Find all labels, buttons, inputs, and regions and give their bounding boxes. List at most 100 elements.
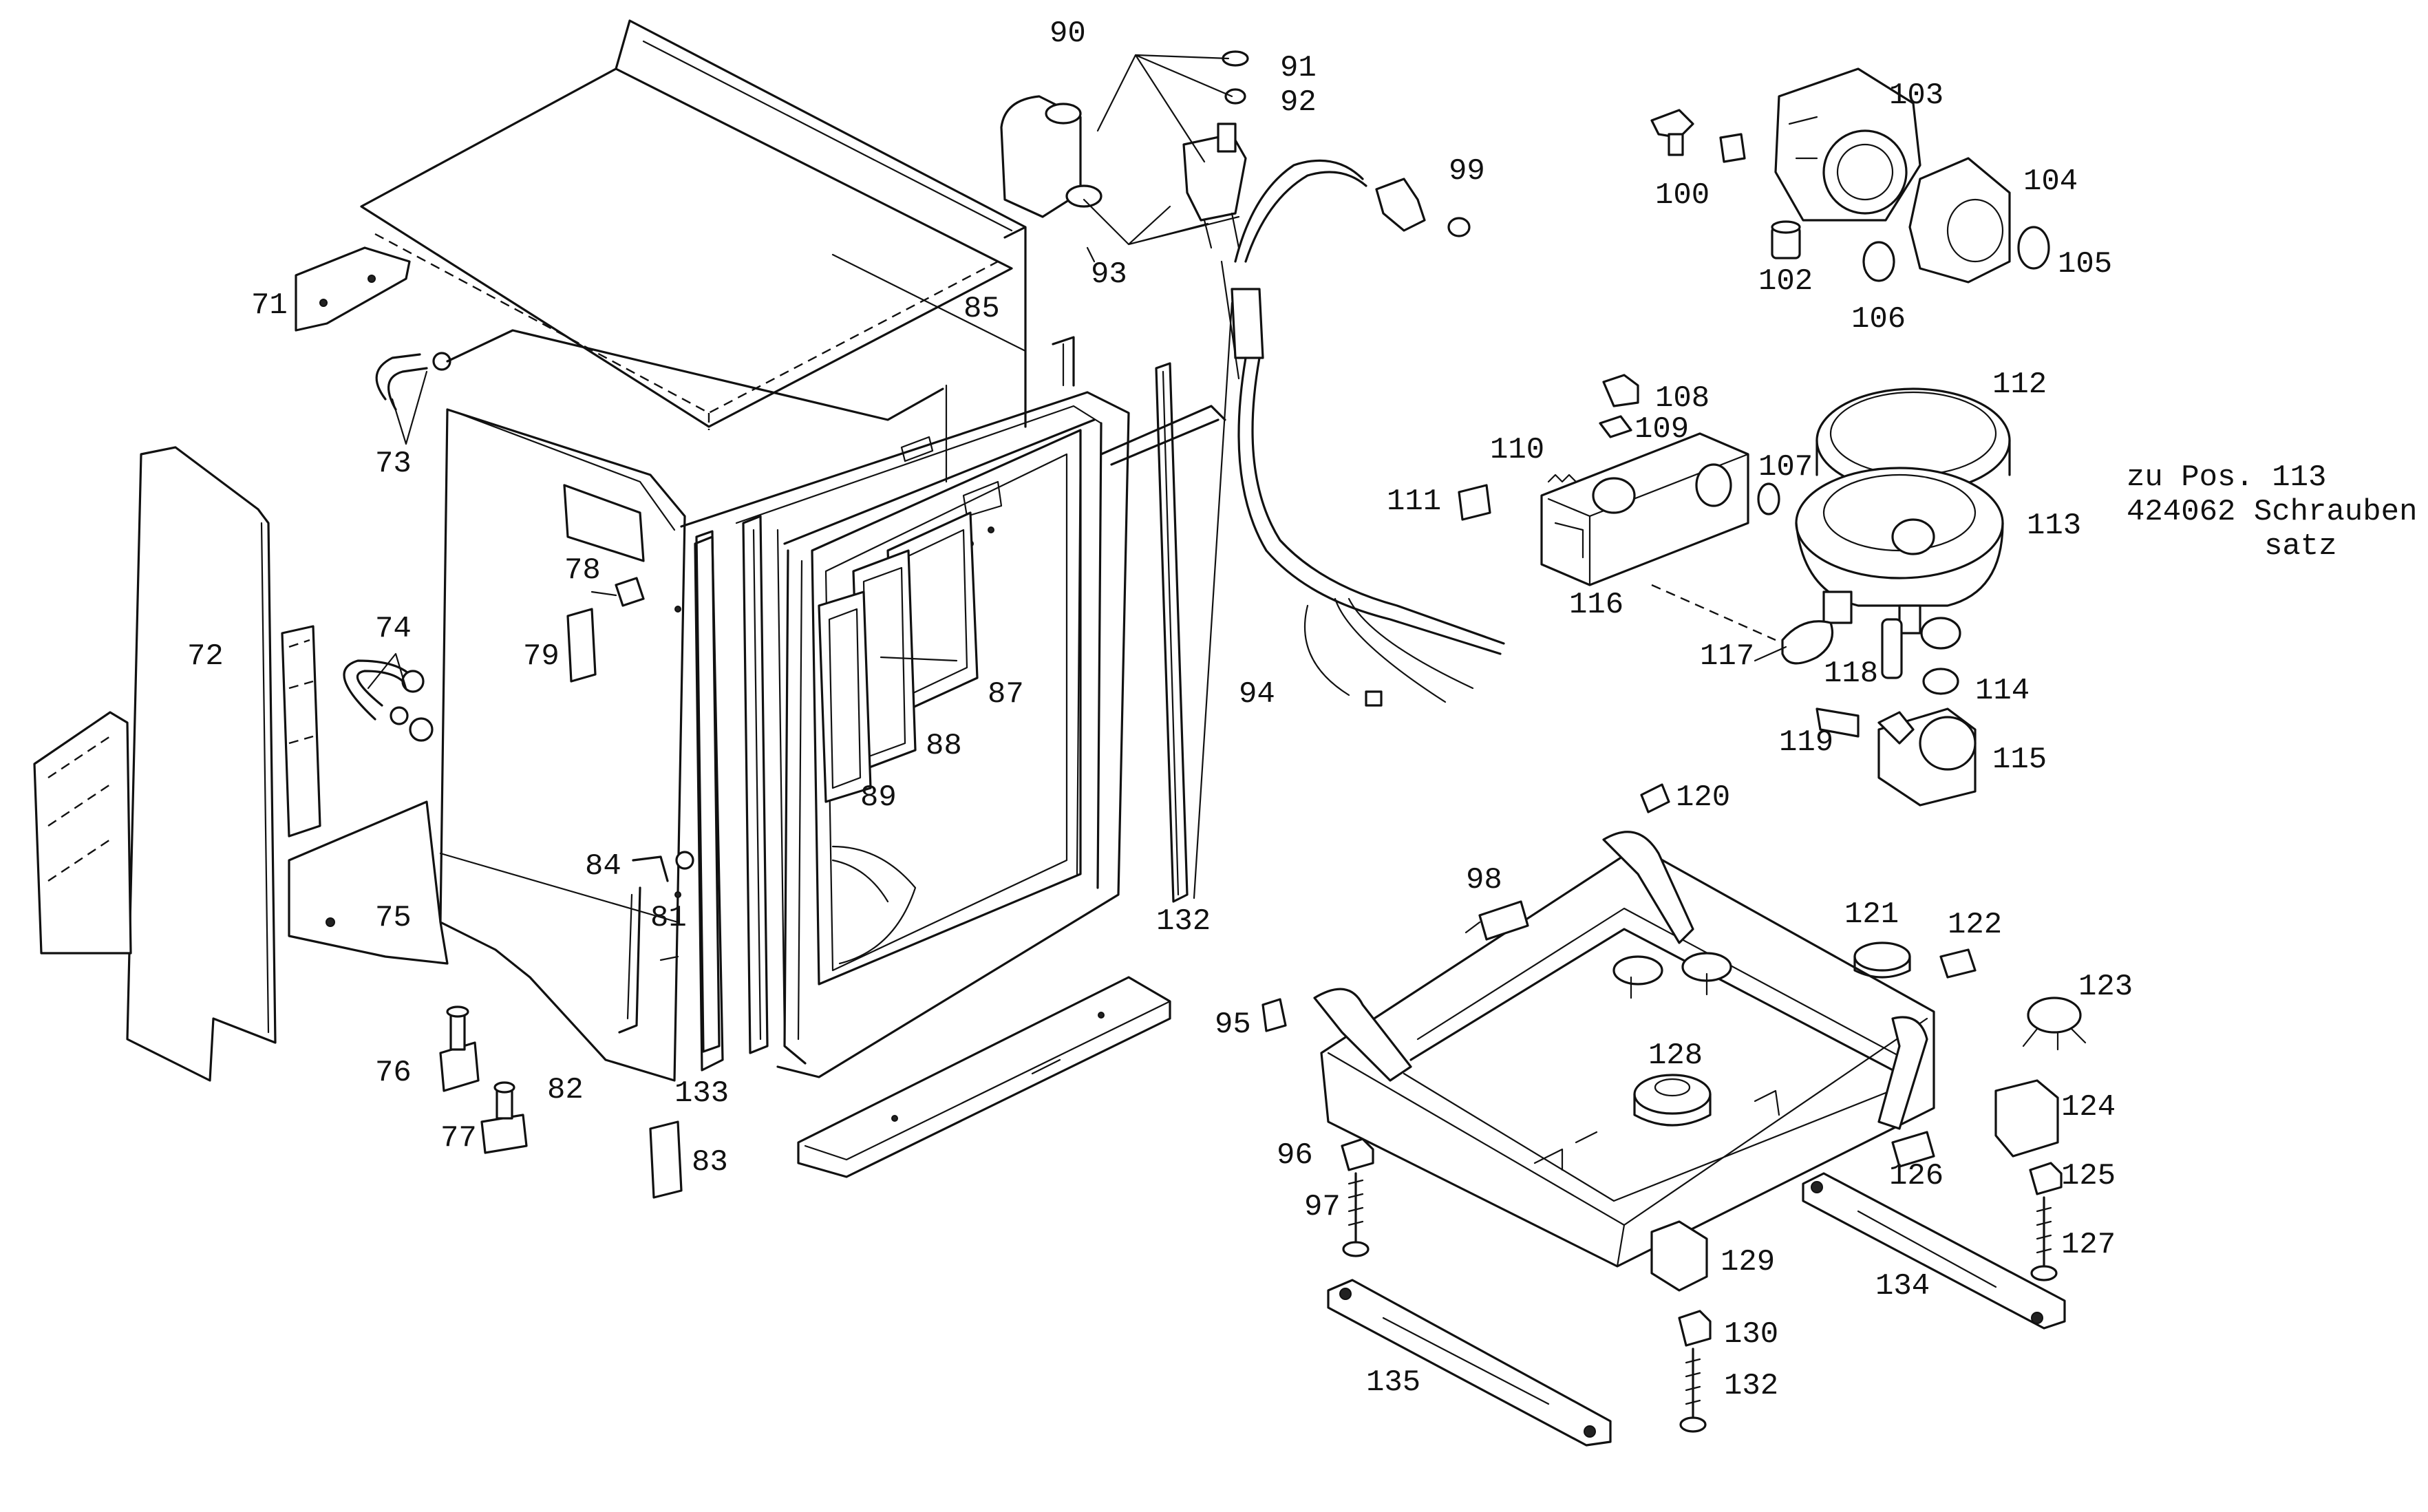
switch-78 bbox=[590, 577, 645, 607]
plate-75 bbox=[288, 800, 449, 965]
base-frame bbox=[1313, 831, 1935, 1268]
bracket-129 bbox=[1650, 1220, 1708, 1292]
label-87: 87 bbox=[988, 677, 1024, 712]
capacitor-123 bbox=[2022, 997, 2087, 1051]
inlet-hose-94 bbox=[1193, 159, 1505, 899]
note-line-2: 424062 Schrauben bbox=[2127, 495, 2417, 529]
label-82: 82 bbox=[547, 1073, 584, 1107]
hose-74 bbox=[343, 659, 434, 742]
heater-116 bbox=[1540, 432, 1749, 586]
label-97: 97 bbox=[1304, 1190, 1341, 1224]
label-81: 81 bbox=[650, 901, 687, 935]
label-107: 107 bbox=[1758, 450, 1813, 485]
label-78: 78 bbox=[564, 553, 601, 588]
label-96: 96 bbox=[1277, 1138, 1313, 1173]
label-132-seal: 132 bbox=[1156, 904, 1211, 939]
label-118: 118 bbox=[1824, 657, 1878, 691]
rings-105-106 bbox=[1862, 226, 2050, 282]
label-72: 72 bbox=[187, 639, 224, 674]
label-108: 108 bbox=[1655, 381, 1710, 416]
label-93: 93 bbox=[1091, 257, 1127, 292]
part-95 bbox=[1261, 998, 1287, 1032]
rail-135 bbox=[1327, 1279, 1612, 1447]
leader-lines bbox=[367, 246, 1787, 690]
pump-104 bbox=[1908, 157, 2011, 284]
connector-99 bbox=[1375, 178, 1471, 237]
label-74: 74 bbox=[375, 612, 412, 646]
label-103: 103 bbox=[1889, 78, 1944, 113]
label-91: 91 bbox=[1280, 51, 1317, 85]
label-132-base: 132 bbox=[1724, 1369, 1778, 1403]
label-76: 76 bbox=[375, 1056, 412, 1090]
label-98: 98 bbox=[1466, 863, 1502, 897]
inner-seals-87-89 bbox=[818, 511, 979, 803]
label-83: 83 bbox=[692, 1145, 728, 1180]
hose-117 bbox=[1651, 584, 1834, 665]
pump-115 bbox=[1877, 707, 1977, 807]
label-124: 124 bbox=[2061, 1090, 2116, 1125]
label-89: 89 bbox=[860, 780, 897, 815]
label-105: 105 bbox=[2058, 247, 2112, 281]
foot-96-97 bbox=[1341, 1138, 1374, 1257]
label-113: 113 bbox=[2027, 509, 2081, 543]
label-121: 121 bbox=[1844, 897, 1899, 932]
bracket-71 bbox=[295, 246, 411, 332]
water-softener-93 bbox=[1000, 95, 1103, 218]
label-95: 95 bbox=[1215, 1008, 1251, 1042]
label-88: 88 bbox=[926, 729, 962, 763]
label-99: 99 bbox=[1449, 154, 1485, 189]
connector-119 bbox=[1815, 707, 1860, 738]
kit-note: zu Pos. 113 424062 Schrauben satz bbox=[2127, 460, 2417, 564]
pump-housing-103 bbox=[1774, 67, 1921, 222]
hose-73 bbox=[375, 352, 451, 411]
label-119: 119 bbox=[1779, 725, 1833, 760]
sump-113 bbox=[1795, 467, 2004, 635]
label-92: 92 bbox=[1280, 85, 1317, 120]
pipe-118 bbox=[1881, 618, 1903, 679]
spring-110 bbox=[1547, 473, 1577, 483]
label-134: 134 bbox=[1875, 1269, 1930, 1303]
label-126: 126 bbox=[1889, 1159, 1944, 1193]
part-number-labels: 71 72 73 74 75 76 77 78 79 81 82 83 84 8… bbox=[187, 17, 2133, 1403]
clip-81-84 bbox=[618, 851, 694, 1034]
label-71: 71 bbox=[251, 288, 288, 323]
label-111: 111 bbox=[1387, 485, 1441, 519]
connector-126 bbox=[1891, 1131, 1935, 1168]
label-115: 115 bbox=[1992, 743, 2047, 777]
label-102: 102 bbox=[1758, 264, 1813, 299]
part-98 bbox=[1465, 900, 1529, 941]
part-108 bbox=[1602, 374, 1639, 407]
label-84: 84 bbox=[585, 849, 621, 884]
cap-121 bbox=[1853, 941, 1911, 979]
foot-125-127 bbox=[2029, 1162, 2063, 1281]
label-120: 120 bbox=[1676, 780, 1730, 815]
foot-130-132 bbox=[1678, 1310, 1712, 1433]
cabinet-frame bbox=[439, 329, 1130, 1082]
label-77: 77 bbox=[440, 1121, 477, 1156]
label-128: 128 bbox=[1648, 1039, 1703, 1073]
label-104: 104 bbox=[2023, 164, 2078, 199]
label-106: 106 bbox=[1851, 302, 1906, 337]
side-seal-133 bbox=[695, 530, 721, 1053]
cover-79 bbox=[566, 608, 597, 683]
rail-134 bbox=[1802, 1172, 2066, 1330]
part-100 bbox=[1650, 109, 1746, 163]
label-117: 117 bbox=[1700, 639, 1754, 674]
switch-76 bbox=[439, 1005, 480, 1092]
label-79: 79 bbox=[523, 639, 560, 674]
label-100: 100 bbox=[1655, 178, 1710, 213]
part-102 bbox=[1771, 220, 1801, 259]
worktop-panel bbox=[360, 19, 1027, 430]
cover-124 bbox=[1994, 1079, 2059, 1158]
label-90: 90 bbox=[1050, 17, 1086, 51]
label-130: 130 bbox=[1724, 1317, 1778, 1352]
label-94: 94 bbox=[1239, 677, 1275, 712]
label-127: 127 bbox=[2061, 1228, 2116, 1262]
label-75: 75 bbox=[375, 901, 412, 935]
ring-114 bbox=[1920, 617, 1961, 695]
label-133: 133 bbox=[674, 1076, 729, 1111]
label-109: 109 bbox=[1634, 412, 1689, 447]
label-73: 73 bbox=[375, 447, 412, 481]
bottom-strip bbox=[797, 976, 1171, 1178]
